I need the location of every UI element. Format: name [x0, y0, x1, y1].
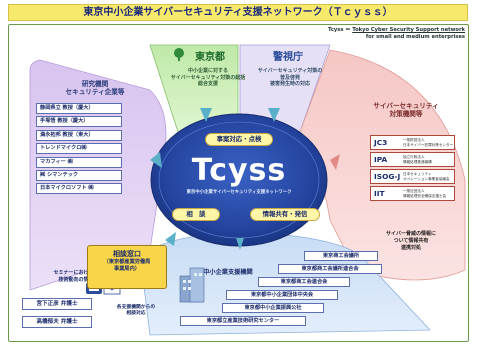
- arrow-tokyo: [200, 108, 212, 122]
- research-heading-line: セキュリティ企業等: [65, 88, 125, 96]
- security-item-desc: 一般財団法人日本サイバー犯罪対策センター: [403, 138, 453, 147]
- building-icon: [179, 267, 205, 303]
- lawyer-item: 宮下正彦 弁護士: [22, 298, 92, 310]
- legend-words: Tokyo Cyber Security Support network: [352, 27, 465, 33]
- security-item-desc: 独立行政法人情報処理推進機構: [403, 155, 432, 164]
- security-item-desc: 日本セキュリティオペレーション事業者協議会: [403, 172, 450, 181]
- security-item: ISOG-J 日本セキュリティオペレーション事業者協議会: [370, 169, 455, 184]
- research-item: 日本マイクロソフト ㈱: [36, 183, 122, 195]
- police-desc-line: 普及啓発: [279, 74, 300, 81]
- police-description: サイバーセキュリティ対策の 普及啓発 被害発生時の対応: [248, 68, 332, 88]
- security-desc-line: 一般社団法人: [403, 189, 425, 194]
- tcyss-legend: Tcyss ＝ Tokyo Cyber Security Support net…: [230, 27, 465, 40]
- security-desc-line: 情報処理推進機構: [403, 159, 432, 164]
- security-desc-line: 日本セキュリティ: [403, 172, 432, 177]
- center-subtitle: 東京中小企業サイバーセキュリティ支援ネットワーク: [186, 190, 292, 195]
- security-note-line: サイバー脅威の情報に: [386, 231, 436, 237]
- consult-note: 各支援機関からの 相談対応: [106, 305, 166, 317]
- arrow-security: [330, 154, 340, 170]
- security-item: JC3 一般財団法人日本サイバー犯罪対策センター: [370, 135, 455, 150]
- police-desc-line: 被害発生時の対応: [269, 81, 310, 87]
- tokyo-description: 中小企業に対する サイバーセキュリティ対策の総括 総合支援: [170, 68, 246, 88]
- consult-line: 事業局内）: [114, 266, 140, 272]
- security-item-key: IIT: [374, 189, 385, 198]
- consult-note-line: 各支援機関からの: [116, 305, 156, 310]
- research-item: マカフィー ㈱: [36, 156, 122, 168]
- security-desc-line: 独立行政法人: [403, 155, 425, 160]
- security-note-line: 連携対処: [400, 245, 421, 251]
- consult-pill: 相 談: [172, 208, 220, 221]
- gov-heading: 中小企業支援機関: [203, 269, 253, 276]
- arrow-gov: [236, 238, 244, 250]
- page-title: 東京中小企業サイバーセキュリティ支援ネットワーク（Ｔｃｙｓｓ）: [8, 4, 468, 21]
- research-item: 満永拓邦 教授（東大）: [36, 129, 122, 141]
- security-desc-line: 情報処理安全確保支援士会: [403, 193, 447, 198]
- research-note-line: セミナーにおける講師等: [53, 270, 109, 276]
- research-heading-line: 研究機関: [81, 80, 109, 88]
- security-desc-line: オペレーション事業者協議会: [403, 176, 450, 181]
- consult-line: （東京都産業労働局: [103, 259, 151, 265]
- research-item: トレンドマイクロ㈱: [36, 143, 122, 155]
- security-item-desc: 一般社団法人情報処理安全確保支援士会: [403, 189, 446, 198]
- consult-title: 相談窓口: [113, 250, 141, 258]
- diagram-frame: [8, 24, 469, 342]
- security-note: サイバー脅威の情報に ついて情報共有 連携対処: [364, 231, 458, 252]
- gov-item: 東京都商工会議所連合会: [278, 264, 382, 274]
- info-share-pill: 情報共有・発信: [250, 208, 320, 221]
- legend-line2: for small and medium enterprises: [365, 33, 465, 40]
- research-note: セミナーにおける講師等 技術動向の情報共有: [34, 270, 128, 283]
- security-heading-line: 対策機関等: [389, 110, 423, 118]
- consult-window: 相談窓口 （東京都産業労働局 事業局内）: [87, 245, 167, 289]
- gov-item: 東京商工会議所: [304, 251, 378, 261]
- tokyo-desc-line: 総合支援: [197, 81, 218, 87]
- tokyo-heading: 東京都: [195, 52, 225, 63]
- arrow-consult: [165, 232, 176, 246]
- tcyss-logo-text: Tcyss: [191, 153, 287, 188]
- consult-note-line: 相談対応: [126, 311, 146, 316]
- research-note-line: 技術動向の情報共有: [58, 276, 104, 283]
- tokyo-logo-icon: [174, 48, 184, 61]
- security-item-key: IPA: [374, 155, 388, 164]
- research-heading: 研究機関 セキュリティ企業等: [50, 80, 140, 96]
- arrow-police: [268, 108, 280, 122]
- tokyo-desc-line: サイバーセキュリティ対策の総括: [170, 74, 246, 81]
- security-list: JC3 一般財団法人日本サイバー犯罪対策センター IPA 独立行政法人情報処理推…: [370, 135, 455, 203]
- security-heading: サイバーセキュリティ 対策機関等: [356, 102, 456, 118]
- police-desc-line: サイバーセキュリティ対策の: [257, 68, 323, 74]
- research-item: ㈱ シマンテック: [36, 169, 122, 181]
- security-desc-line: 一般財団法人: [403, 138, 425, 143]
- security-item-key: ISOG-J: [374, 172, 401, 181]
- research-item: 静岡県立 教授（慶大）: [36, 103, 122, 114]
- gov-item: 東京都中小企業振興公社: [222, 303, 324, 313]
- security-item: IPA 独立行政法人情報処理推進機構: [370, 152, 455, 167]
- police-heading: 警視庁: [273, 52, 303, 63]
- research-item: 手塚悟 教授（慶大）: [36, 116, 122, 128]
- gov-item: 東京都立産業技術研究センター: [180, 316, 306, 326]
- arrow-research: [150, 152, 162, 168]
- tokyo-desc-line: 中小企業に対する: [187, 68, 228, 74]
- gov-item: 東京都中小企業団体中央会: [226, 290, 338, 300]
- security-item-key: JC3: [374, 138, 388, 147]
- security-note-line: ついて情報共有: [393, 238, 429, 244]
- security-item: IIT 一般社団法人情報処理安全確保支援士会: [370, 186, 455, 201]
- security-desc-line: 日本サイバー犯罪対策センター: [403, 142, 454, 147]
- lawyer-item: 高橋郁夫 弁護士: [22, 316, 92, 328]
- legend-prefix: Tcyss ＝: [327, 27, 353, 33]
- gov-item: 東京都商工会連合会: [258, 277, 350, 287]
- research-list: 静岡県立 教授（慶大） 手塚悟 教授（慶大） 満永拓邦 教授（東大） トレンドマ…: [36, 103, 122, 197]
- security-heading-line: サイバーセキュリティ: [373, 102, 439, 110]
- incident-pill: 事案対応・点検: [205, 133, 273, 146]
